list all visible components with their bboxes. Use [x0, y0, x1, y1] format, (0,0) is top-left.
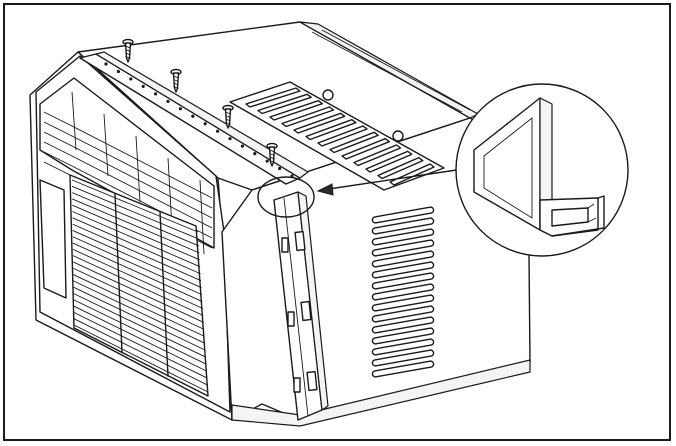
- side-vent-slat: [371, 250, 435, 268]
- front-louver-divider: [135, 135, 141, 203]
- side-vent-slat: [371, 272, 435, 290]
- side-vent-slat: [371, 338, 435, 356]
- rail-hole: [228, 137, 232, 141]
- rail-hole: [129, 77, 133, 81]
- vent-slat: [281, 106, 335, 128]
- side-vent-slat: [371, 206, 435, 224]
- front-louver-line: [43, 121, 213, 209]
- grille-slat: [72, 236, 203, 296]
- grille-slat: [73, 293, 207, 358]
- rail-hole: [253, 152, 257, 156]
- side-vent-slat: [371, 327, 435, 345]
- rail-hole: [240, 144, 244, 148]
- grille-slat: [73, 324, 209, 393]
- grille-slat: [72, 261, 204, 323]
- vent-slat: [257, 93, 312, 115]
- rail-hole: [104, 62, 108, 66]
- front-louver-divider: [199, 179, 205, 255]
- top-mounting-rail: [79, 51, 309, 185]
- front-main-grille: [69, 174, 209, 397]
- side-vent-slat: [371, 228, 435, 246]
- front-louver-line: [43, 111, 213, 199]
- rail-hole: [191, 114, 195, 118]
- grille-slat: [71, 179, 199, 233]
- side-vent-slat: [371, 261, 435, 279]
- grille-slat: [73, 267, 205, 330]
- grille-slat: [72, 248, 203, 309]
- grille-slat: [72, 211, 201, 268]
- top-vent-grille: [229, 81, 445, 191]
- screw-icon: [222, 104, 234, 129]
- side-vent-slat: [371, 283, 435, 301]
- vent-slat: [353, 144, 402, 167]
- side-vent-slat: [371, 294, 435, 312]
- vent-slat: [365, 150, 413, 173]
- rail-hole: [216, 129, 220, 133]
- grille-slat: [72, 223, 202, 282]
- vent-slat: [317, 125, 368, 147]
- vent-slat: [389, 163, 435, 186]
- rail-hole: [278, 166, 282, 171]
- screw-icon: [122, 38, 134, 63]
- side-vent-slat: [371, 217, 435, 235]
- rail-hole: [141, 84, 145, 88]
- grille-slat: [73, 311, 208, 379]
- grille-slat: [73, 318, 208, 386]
- rail-hole: [116, 69, 120, 74]
- side-curtain-rail: [273, 191, 329, 421]
- grille-slat: [73, 274, 205, 337]
- front-control-panel: [39, 179, 67, 299]
- screws: [122, 38, 278, 167]
- screw-icon: [170, 68, 182, 93]
- side-vent-slat: [371, 316, 435, 334]
- grille-slat: [73, 280, 206, 344]
- magnifier-callout-icon: [455, 83, 629, 257]
- front-louver-line: [43, 141, 213, 229]
- vent-slat: [377, 156, 424, 180]
- vent-screw-head: [392, 130, 404, 142]
- grille-slat: [72, 255, 204, 316]
- front-louver-divider: [71, 91, 77, 151]
- vent-slat: [329, 131, 379, 154]
- vent-screw-head: [322, 89, 334, 101]
- grille-slat: [72, 242, 203, 302]
- rail-hole: [203, 122, 207, 126]
- side-vent-slat: [371, 305, 435, 323]
- grille-slat: [72, 230, 202, 289]
- vent-slat: [305, 118, 357, 141]
- front-louver-line: [43, 131, 213, 219]
- rail-hole: [166, 99, 170, 103]
- grille-slat: [72, 198, 200, 254]
- rail-hole: [178, 107, 182, 111]
- grille-slat: [71, 192, 200, 247]
- arrow-icon: [316, 167, 471, 196]
- vent-slat: [269, 99, 324, 121]
- side-vent-grille: [371, 206, 435, 378]
- rail-hole: [265, 159, 269, 163]
- front-louver-divider: [103, 113, 109, 177]
- grille-slat: [73, 305, 207, 372]
- grille-slat: [72, 204, 200, 261]
- vent-slat: [341, 137, 391, 160]
- side-vent-slat: [371, 239, 435, 257]
- grille-slat: [73, 299, 207, 365]
- grille-slat: [72, 217, 201, 275]
- grille-slat: [71, 185, 199, 240]
- vent-slat: [245, 87, 301, 108]
- screw-icon: [266, 142, 278, 167]
- vent-slat: [293, 112, 346, 134]
- detail-marker-circle: [257, 176, 315, 218]
- side-vent-slat: [371, 349, 435, 367]
- rail-hole: [154, 92, 158, 96]
- side-vent-slat: [371, 360, 435, 378]
- grille-slat: [73, 286, 206, 351]
